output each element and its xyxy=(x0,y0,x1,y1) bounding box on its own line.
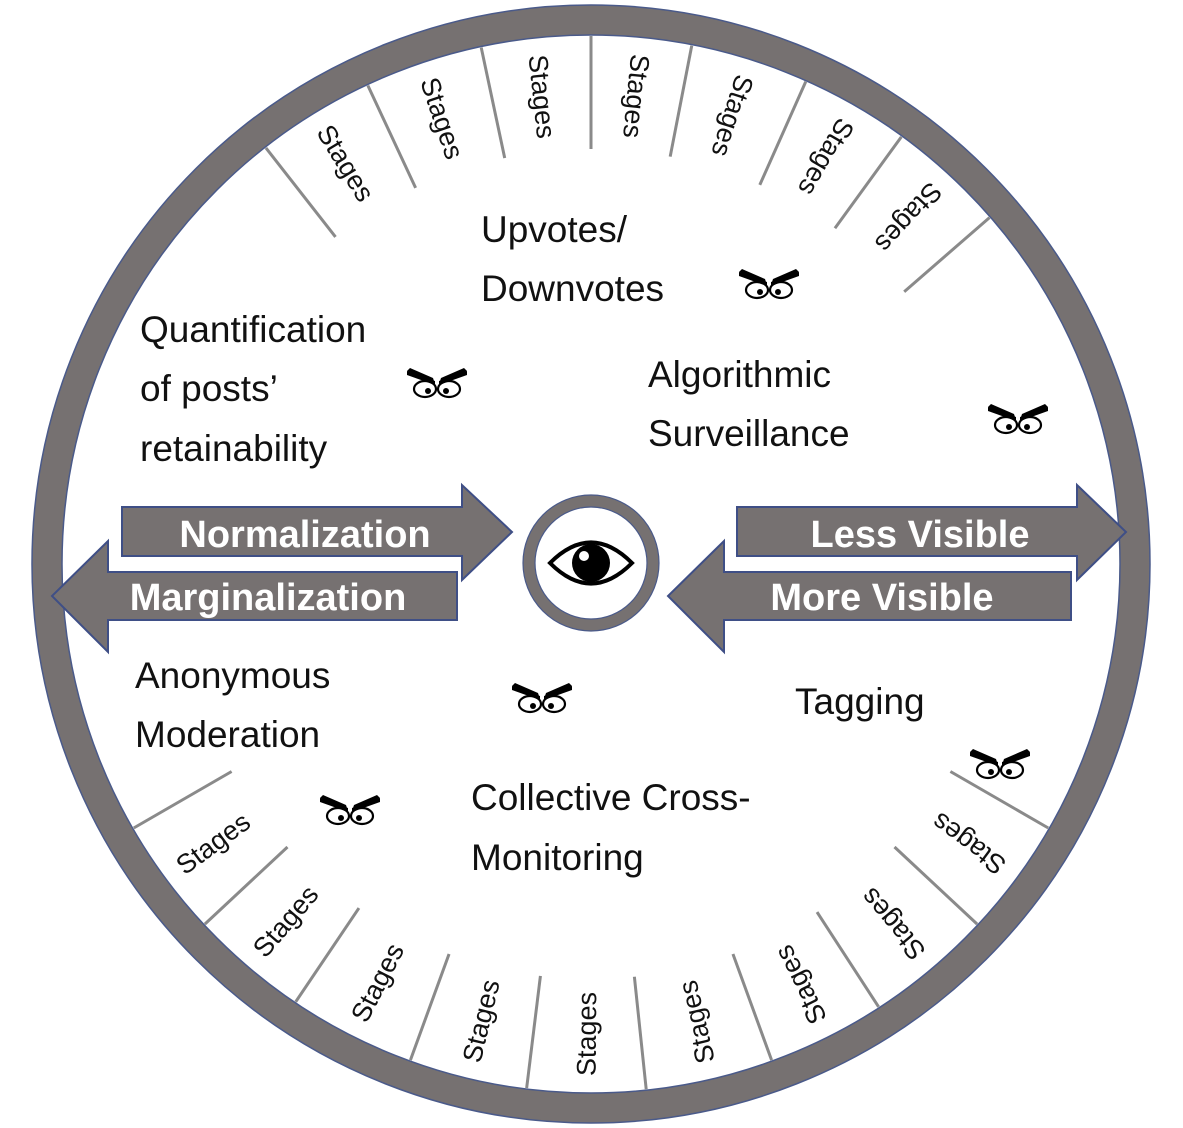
concept-algorithmic-line1: Algorithmic xyxy=(648,354,831,395)
center-eye xyxy=(522,494,660,632)
concept-collective-line2: Monitoring xyxy=(471,837,644,878)
concept-collective-line1: Collective Cross- xyxy=(471,777,751,818)
stage-divider xyxy=(668,45,694,157)
stage-divider xyxy=(203,845,289,926)
outer-ring-outline-outer xyxy=(31,4,1151,1124)
concept-tagging: Tagging xyxy=(795,681,925,722)
less-visible-arrow xyxy=(736,482,1128,583)
concept-algorithmic-line2: Surveillance xyxy=(648,413,850,454)
marginalization-label: Marginalization xyxy=(130,577,407,619)
concept-anonymous-line1: Anonymous xyxy=(135,655,330,696)
normalization-label: Normalization xyxy=(179,514,430,556)
stage-divider xyxy=(731,953,773,1061)
outer-ring-outline-inner xyxy=(61,34,1121,1094)
stage-label: Stages xyxy=(572,992,603,1076)
stage-divider xyxy=(132,770,233,830)
stage-divider xyxy=(479,47,507,159)
normalization-arrow xyxy=(121,482,514,583)
concept-quantification-line3: retainability xyxy=(140,428,328,469)
stage-divider xyxy=(366,84,417,189)
concept-upvotes-line2: Downvotes xyxy=(481,268,664,309)
eye-icon xyxy=(547,540,635,586)
less-visible-label: Less Visible xyxy=(811,514,1030,556)
stage-divider xyxy=(949,770,1050,830)
stage-divider xyxy=(264,147,337,238)
concept-anonymous-line2: Moderation xyxy=(135,714,320,755)
stage-divider xyxy=(833,135,903,230)
stage-divider xyxy=(409,953,451,1061)
stage-divider xyxy=(632,976,648,1090)
concept-upvotes-line1: Upvotes/ xyxy=(481,209,628,250)
stage-divider xyxy=(815,911,880,1008)
concept-quantification-line1: Quantification xyxy=(140,309,366,350)
more-visible-arrow xyxy=(666,538,1072,655)
stage-divider xyxy=(525,975,542,1089)
marginalization-arrow xyxy=(50,538,458,655)
stage-divider xyxy=(294,907,361,1003)
concept-quantification-line2: of posts’ xyxy=(140,368,278,409)
stage-divider xyxy=(758,81,808,186)
stage-divider xyxy=(893,845,979,926)
stage-dividers xyxy=(132,36,1050,1090)
stage-divider xyxy=(903,216,991,293)
more-visible-label: More Visible xyxy=(770,577,993,619)
